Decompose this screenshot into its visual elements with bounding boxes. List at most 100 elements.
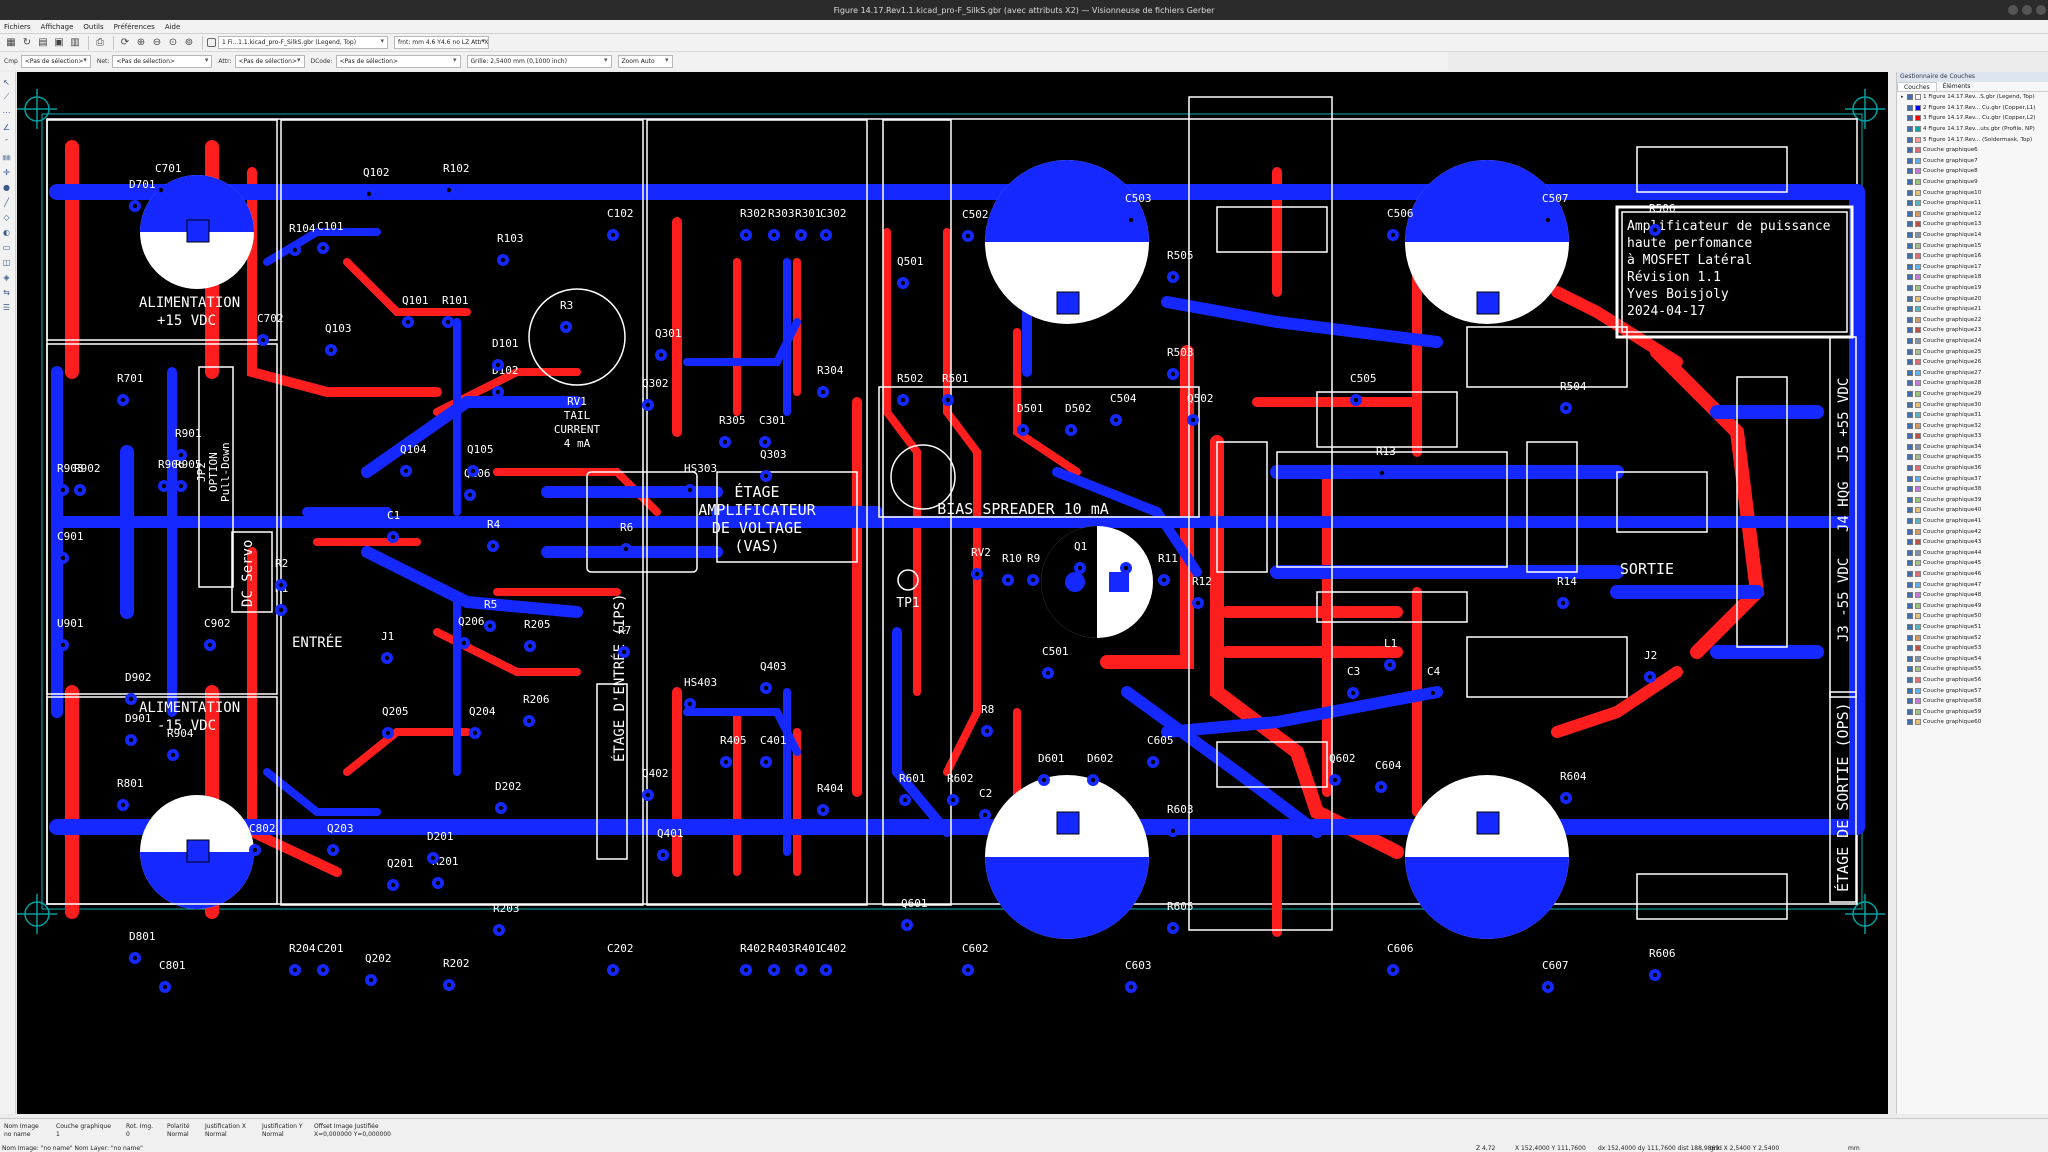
polar-coords-icon[interactable]: ∠ — [2, 122, 11, 132]
layer-visibility-checkbox[interactable] — [1907, 295, 1913, 302]
layer-visibility-checkbox[interactable] — [1907, 539, 1913, 546]
layer-visibility-checkbox[interactable] — [1907, 104, 1913, 111]
layer-visibility-checkbox[interactable] — [1907, 454, 1913, 461]
open-gerber-icon[interactable]: ▤ — [38, 37, 48, 48]
layer-row[interactable]: Couche graphique31 — [1897, 410, 2048, 421]
layer-row[interactable]: ▸1 Figure 14.17.Rev...S.gbr (Legend, Top… — [1897, 92, 2048, 103]
layer-visibility-checkbox[interactable] — [1907, 496, 1913, 503]
layer-row[interactable]: Couche graphique44 — [1897, 548, 2048, 559]
layer-color-swatch[interactable] — [1915, 221, 1921, 228]
zoom-in-icon[interactable]: ⊕ — [136, 37, 146, 48]
layer-visibility-checkbox[interactable] — [1907, 242, 1913, 249]
cursor-shape-icon[interactable]: ✛ — [3, 167, 10, 177]
layer-color-swatch[interactable] — [1915, 284, 1921, 291]
layer-row[interactable]: Couche graphique39 — [1897, 495, 2048, 506]
layer-row[interactable]: Couche graphique18 — [1897, 272, 2048, 283]
layer-visibility-checkbox[interactable] — [1907, 210, 1913, 217]
layer-visibility-checkbox[interactable] — [1907, 571, 1913, 578]
layer-row[interactable]: 4 Figure 14.17.Rev...uts.gbr (Profile, N… — [1897, 124, 2048, 135]
layer-visibility-checkbox[interactable] — [1907, 602, 1913, 609]
polygons-sketch-icon[interactable]: ◇ — [3, 212, 10, 222]
negative-objects-icon[interactable]: ◐ — [3, 227, 10, 237]
layer-row[interactable]: Couche graphique46 — [1897, 569, 2048, 580]
layer-row[interactable]: Couche graphique16 — [1897, 251, 2048, 262]
layer-visibility-checkbox[interactable] — [1907, 676, 1913, 683]
layer-row[interactable]: Couche graphique48 — [1897, 590, 2048, 601]
layer-row[interactable]: Couche graphique60 — [1897, 717, 2048, 728]
layer-row[interactable]: Couche graphique57 — [1897, 685, 2048, 696]
layer-row[interactable]: Couche graphique23 — [1897, 325, 2048, 336]
layer-visibility-checkbox[interactable] — [1907, 613, 1913, 620]
layer-row[interactable]: Couche graphique55 — [1897, 664, 2048, 675]
layer-row[interactable]: Couche graphique38 — [1897, 484, 2048, 495]
layer-color-swatch[interactable] — [1915, 263, 1921, 270]
layer-visibility-checkbox[interactable] — [1907, 560, 1913, 567]
layer-row[interactable]: Couche graphique41 — [1897, 516, 2048, 527]
layer-visibility-checkbox[interactable] — [1907, 507, 1913, 514]
layer-color-swatch[interactable] — [1915, 115, 1921, 122]
layer-color-swatch[interactable] — [1915, 433, 1921, 440]
cmp-select[interactable]: <Pas de sélection> — [20, 54, 91, 68]
layer-visibility-checkbox[interactable] — [1907, 179, 1913, 186]
layer-color-swatch[interactable] — [1915, 475, 1921, 482]
layer-row[interactable]: Couche graphique40 — [1897, 505, 2048, 516]
menu-preferences[interactable]: Préférences — [113, 22, 155, 31]
layer-row[interactable]: Couche graphique20 — [1897, 293, 2048, 304]
layer-row[interactable]: Couche graphique33 — [1897, 431, 2048, 442]
zoom-fit-icon[interactable]: ⊙ — [168, 37, 178, 48]
layer-row[interactable]: Couche graphique50 — [1897, 611, 2048, 622]
layer-color-swatch[interactable] — [1915, 443, 1921, 450]
layer-color-swatch[interactable] — [1915, 232, 1921, 239]
layer-visibility-checkbox[interactable] — [1907, 698, 1913, 705]
layer-visibility-checkbox[interactable] — [1907, 433, 1913, 440]
layer-visibility-checkbox[interactable] — [1907, 126, 1913, 133]
layer-visibility-checkbox[interactable] — [1907, 623, 1913, 630]
layer-visibility-checkbox[interactable] — [1907, 306, 1913, 313]
menu-affichage[interactable]: Affichage — [40, 22, 74, 31]
layer-row[interactable]: Couche graphique42 — [1897, 526, 2048, 537]
layer-visibility-checkbox[interactable] — [1907, 390, 1913, 397]
layer-row[interactable]: Couche graphique51 — [1897, 622, 2048, 633]
layer-row[interactable]: Couche graphique37 — [1897, 473, 2048, 484]
dcodes-icon[interactable]: ▭ — [2, 242, 11, 252]
layer-row[interactable]: Couche graphique34 — [1897, 442, 2048, 453]
layer-color-swatch[interactable] — [1915, 581, 1921, 588]
layer-color-swatch[interactable] — [1915, 369, 1921, 376]
layer-color-swatch[interactable] — [1915, 210, 1921, 217]
layer-color-swatch[interactable] — [1915, 676, 1921, 683]
layer-color-swatch[interactable] — [1915, 327, 1921, 334]
layer-visibility-checkbox[interactable] — [1907, 412, 1913, 419]
layer-row[interactable]: Couche graphique24 — [1897, 336, 2048, 347]
menu-outils[interactable]: Outils — [83, 22, 104, 31]
layer-color-swatch[interactable] — [1915, 465, 1921, 472]
layer-visibility-checkbox[interactable] — [1907, 136, 1913, 143]
layer-visibility-checkbox[interactable] — [1907, 465, 1913, 472]
layer-color-swatch[interactable] — [1915, 708, 1921, 715]
layer-visibility-checkbox[interactable] — [1907, 284, 1913, 291]
layer-color-swatch[interactable] — [1915, 401, 1921, 408]
print-icon[interactable]: ⎙ — [96, 37, 104, 48]
layer-color-swatch[interactable] — [1915, 179, 1921, 186]
layer-visibility-checkbox[interactable] — [1907, 687, 1913, 694]
layer-row[interactable]: Couche graphique22 — [1897, 314, 2048, 325]
layer-row[interactable]: 3 Figure 14.17.Rev... Cu.gbr (Copper,L2) — [1897, 113, 2048, 124]
layer-visibility-checkbox[interactable] — [1907, 232, 1913, 239]
layer-row[interactable]: Couche graphique25 — [1897, 346, 2048, 357]
zoom-selection-icon[interactable]: ⊚ — [184, 37, 194, 48]
layer-color-swatch[interactable] — [1915, 348, 1921, 355]
layer-visibility-checkbox[interactable] — [1907, 359, 1913, 366]
layer-visibility-checkbox[interactable] — [1907, 189, 1913, 196]
attr-select[interactable]: <Pas de sélection> — [234, 54, 305, 68]
layer-row[interactable]: Couche graphique8 — [1897, 166, 2048, 177]
layer-visibility-checkbox[interactable] — [1907, 549, 1913, 556]
layer-row[interactable]: Couche graphique12 — [1897, 209, 2048, 220]
layer-visibility-checkbox[interactable] — [1907, 369, 1913, 376]
layer-visibility-checkbox[interactable] — [1907, 327, 1913, 334]
open-drill-icon[interactable]: ▣ — [54, 37, 64, 48]
layer-row[interactable]: Couche graphique27 — [1897, 367, 2048, 378]
layer-color-swatch[interactable] — [1915, 295, 1921, 302]
layer-visibility-checkbox[interactable] — [1907, 401, 1913, 408]
layer-color-swatch[interactable] — [1915, 168, 1921, 175]
layer-row[interactable]: 5 Figure 14.17.Rev... (Soldermask, Top) — [1897, 134, 2048, 145]
layer-color-swatch[interactable] — [1915, 666, 1921, 673]
